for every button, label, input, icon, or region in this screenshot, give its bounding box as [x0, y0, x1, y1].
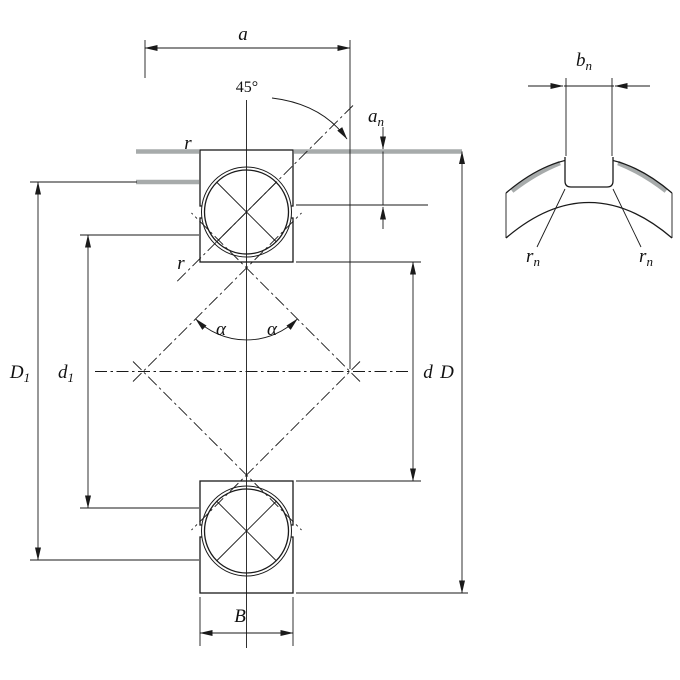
alpha-angle-arc [195, 318, 298, 341]
dim-label-alpha-right: α [267, 319, 278, 340]
detail-inner-arc [505, 202, 673, 239]
dim-label-B: B [234, 606, 246, 627]
locating-slot [565, 150, 613, 187]
detail-abutment-left [510, 160, 561, 193]
dim-label-an: an [368, 106, 384, 129]
rn-leaders [536, 188, 642, 248]
dim-label-d: d [423, 362, 433, 383]
detail-abutment-right [617, 160, 668, 193]
dim-label-d1: d1 [58, 362, 74, 385]
dim-label-rn-right: rn [639, 246, 653, 269]
dim-label-45deg: 45° [236, 79, 258, 96]
dim-label-r-outer: r [184, 133, 192, 154]
dim-label-r-inner: r [177, 253, 185, 274]
main-view-labels: a 45° an r r D1 d1 α α d D B [9, 24, 454, 627]
main-view: a 45° an r r D1 d1 α α d D B [9, 24, 468, 648]
dim-label-alpha-left: α [216, 319, 227, 340]
dim-label-a: a [238, 24, 248, 45]
abutment-surfaces [136, 149, 462, 185]
detail-view: bn rn rn [505, 50, 673, 269]
dim-label-rn-left: rn [526, 246, 540, 269]
dim-label-bn: bn [576, 50, 592, 73]
detail-view-labels: bn rn rn [526, 50, 653, 269]
dim-label-D: D [439, 362, 454, 383]
dimension-bn [528, 78, 650, 156]
center-lines [95, 100, 408, 648]
dim-label-D1: D1 [9, 362, 30, 385]
